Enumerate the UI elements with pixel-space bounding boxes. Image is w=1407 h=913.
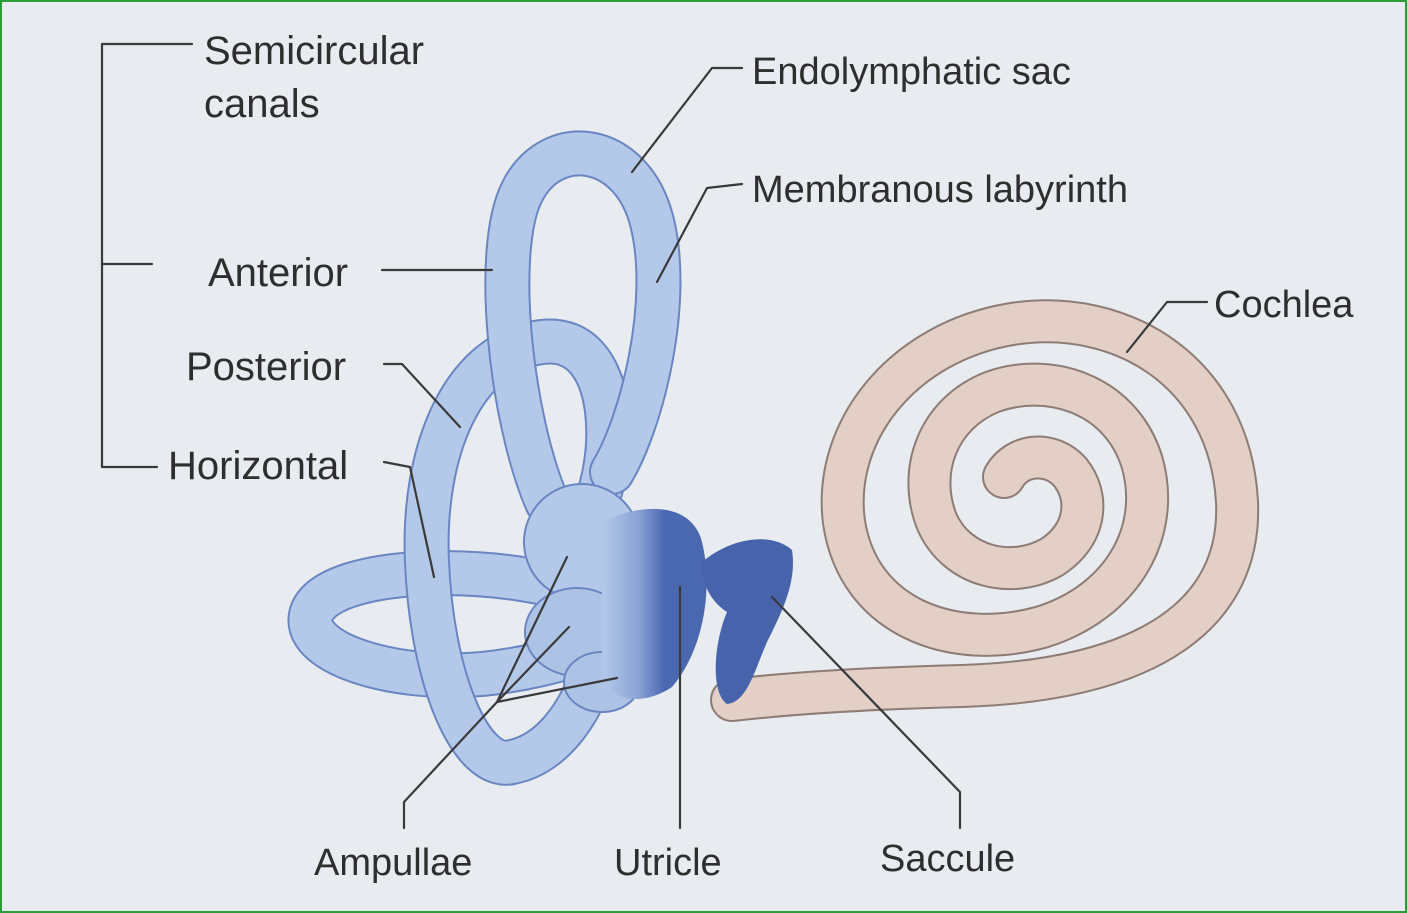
label-anterior: Anterior [208,251,348,295]
label-horizontal: Horizontal [168,444,348,488]
cochlea-shape [732,321,1237,700]
label-semicircular-line1: Semicircular [204,29,424,73]
label-cochlea: Cochlea [1214,284,1354,326]
utricle-shape [602,509,707,699]
label-membranous-labyrinth: Membranous labyrinth [752,169,1128,211]
label-semicircular-line2: canals [204,82,320,126]
label-posterior: Posterior [186,345,346,389]
label-ampullae: Ampullae [314,842,472,884]
label-saccule: Saccule [880,838,1015,880]
label-utricle: Utricle [614,842,722,884]
label-endolymphatic-sac: Endolymphatic sac [752,51,1071,93]
